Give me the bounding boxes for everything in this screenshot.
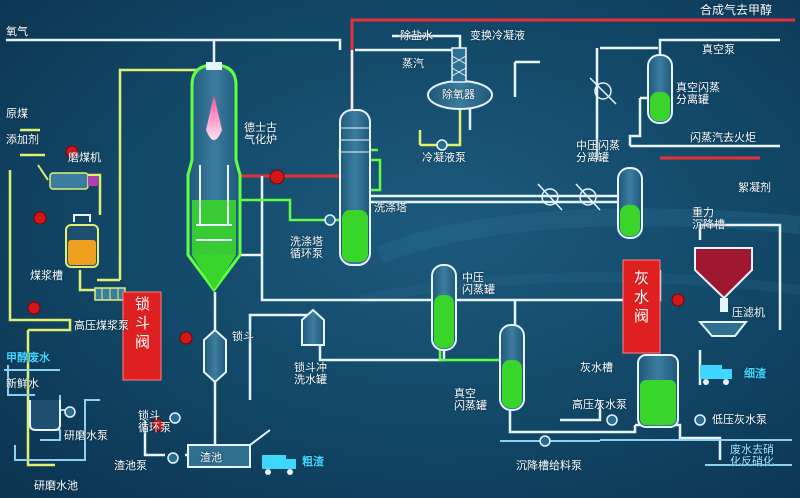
label-lockhopper-flush-tank: 锁斗冲 洗水罐 [294, 361, 327, 386]
label-vacuum-flash-tank: 真空 闪蒸罐 [454, 387, 487, 412]
pump-icons [64, 139, 706, 464]
truck-icon [700, 365, 732, 385]
label-methanol-wastewater: 甲醇废水 [6, 351, 50, 364]
label-flash-gas-to-flare: 闪蒸汽去火炬 [690, 131, 756, 144]
slurry-pipes [8, 68, 462, 467]
filter-press [697, 321, 749, 337]
label-slurry-tank: 煤浆槽 [30, 269, 63, 282]
label-lockhopper-circ-pump: 锁斗 循环泵 [138, 409, 171, 434]
label-vacuum-pump: 真空泵 [702, 43, 735, 56]
label-hp-grey-water-pump: 高压灰水泵 [572, 398, 627, 411]
label-vacuum-flash-separator: 真空闪蒸 分离罐 [676, 81, 720, 106]
water-pipes-blue [4, 365, 792, 466]
coal-mill [37, 164, 98, 190]
grey-water-tank [637, 354, 679, 428]
label-fresh-water: 新鲜水 [6, 377, 39, 390]
label-slag-pool: 渣池 [200, 451, 222, 464]
truck-icon [262, 455, 296, 475]
mp-flash-separator [617, 167, 643, 239]
slurry-tank [65, 214, 99, 268]
label-additive: 添加剂 [6, 133, 39, 146]
label-texaco-gasifier: 德士古 气化炉 [244, 121, 277, 146]
label-oxygen: 氧气 [6, 25, 28, 38]
label-syngas-to-methanol: 合成气去甲醇 [700, 3, 773, 17]
label-exchange-condensate: 变换冷凝液 [470, 29, 525, 42]
grey-water-valve-label: 灰水阀 [632, 270, 650, 327]
water-tank [29, 400, 61, 431]
label-lock-hopper: 锁斗 [232, 330, 254, 343]
label-scrubber-circ-pump: 洗涤塔 循环泵 [290, 235, 323, 260]
label-gravity-settler: 重力 沉降槽 [692, 206, 725, 231]
slag-pool [187, 429, 271, 468]
label-grey-water-tank: 灰水槽 [580, 361, 613, 374]
gasifier [186, 62, 242, 293]
lock-valve-label: 锁斗阀 [133, 296, 151, 353]
label-mill: 磨煤机 [68, 151, 101, 164]
label-slag-pool-pump: 渣池泵 [114, 459, 147, 472]
scrubber-tower [339, 109, 371, 266]
label-raw-coal: 原煤 [6, 107, 28, 120]
label-fine-slag: 细渣 [744, 367, 766, 380]
label-mp-flash-tank: 中压 闪蒸罐 [462, 271, 495, 296]
valve-indicator-icon[interactable] [27, 145, 685, 432]
label-filter-press: 压滤机 [732, 306, 765, 319]
label-mill-water-pump: 研磨水泵 [64, 429, 108, 442]
label-settling-feed-pump: 沉降槽给料泵 [516, 459, 582, 472]
label-wastewater-to-nitrification: 废水去硝 化反硝化 [730, 443, 774, 468]
mp-flash-tank [431, 264, 457, 351]
lock-hopper [203, 328, 227, 384]
label-deaerator: 除氧器 [442, 88, 475, 101]
grey-water-valve[interactable] [622, 259, 661, 354]
label-steam: 蒸汽 [402, 57, 424, 70]
label-mill-water-pool: 研磨水池 [34, 479, 78, 492]
label-hp-slurry-pump: 高压煤浆泵 [74, 319, 129, 332]
deaerator [427, 47, 493, 110]
lock-hopper-valve[interactable] [122, 291, 162, 381]
heat-exchanger-icon [537, 77, 617, 211]
vacuum-flash-tank [499, 324, 525, 411]
label-scrubber: 洗涤塔 [374, 201, 407, 214]
label-mp-flash-separator: 中压闪蒸 分离罐 [576, 139, 620, 164]
label-condensate-pump: 冷凝液泵 [422, 151, 466, 164]
lockhopper-flush-tank [301, 308, 325, 346]
label-lp-grey-water-pump: 低压灰水泵 [712, 413, 767, 426]
hp-slurry-pump [94, 287, 126, 301]
label-coarse-slag: 粗渣 [302, 455, 324, 468]
flame-icon [206, 95, 222, 140]
gravity-settler [694, 247, 753, 312]
label-desalted-water: 除盐水 [400, 29, 433, 42]
label-flocculant: 絮凝剂 [738, 181, 771, 194]
vacuum-flash-separator [647, 54, 673, 124]
